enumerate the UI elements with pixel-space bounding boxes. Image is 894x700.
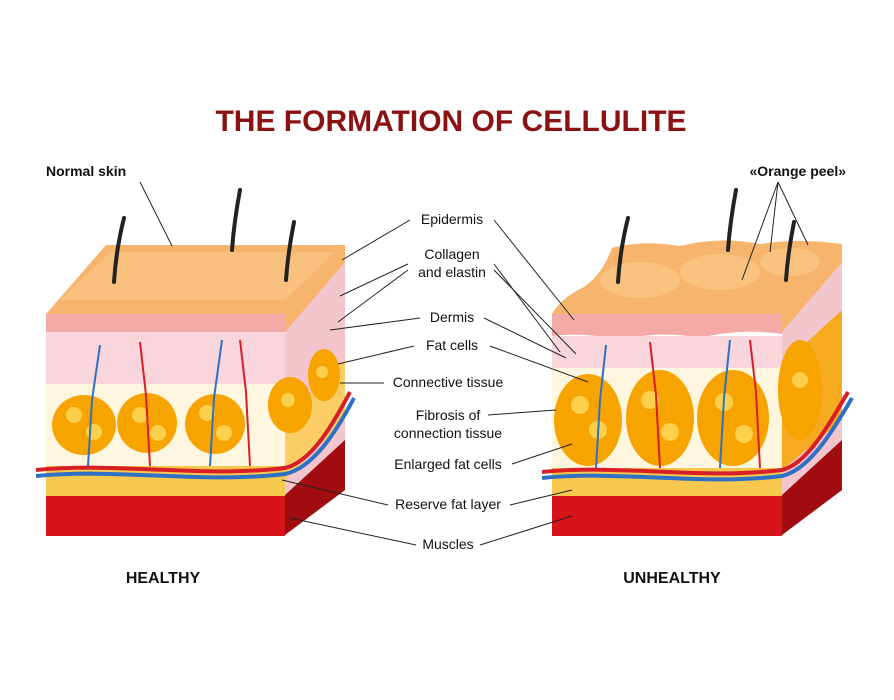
- center-callouts: Epidermis Collagen and elastin Dermis Fa…: [281, 211, 589, 552]
- page-title: THE FORMATION OF CELLULITE: [215, 105, 686, 138]
- hair-icon: [112, 216, 126, 284]
- unhealthy-dermis-band: [552, 314, 782, 340]
- healthy-skin-block: [35, 188, 356, 536]
- label-epidermis: Epidermis: [421, 211, 483, 227]
- label-fat-cells: Fat cells: [426, 337, 478, 353]
- unhealthy-muscle: [552, 496, 782, 536]
- healthy-dermis-band: [46, 314, 285, 332]
- unhealthy-artery: [541, 390, 850, 476]
- label-orange-peel: «Orange peel»: [750, 163, 847, 179]
- caption-healthy: HEALTHY: [126, 570, 201, 587]
- hair-icon: [230, 188, 242, 252]
- caption-unhealthy: UNHEALTHY: [623, 570, 721, 587]
- label-reserve-fat-layer: Reserve fat layer: [395, 496, 501, 512]
- unhealthy-enlarged-fat-cells: [554, 340, 822, 466]
- hair-icon: [784, 220, 796, 282]
- hair-icon: [616, 216, 630, 284]
- label-enlarged-fat-cells: Enlarged fat cells: [394, 456, 501, 472]
- label-fibrosis-2: connection tissue: [394, 425, 502, 441]
- unhealthy-dermis: [552, 336, 782, 368]
- healthy-muscle: [46, 496, 285, 536]
- label-connective-tissue: Connective tissue: [393, 374, 504, 390]
- healthy-artery: [35, 391, 352, 474]
- unhealthy-vein: [541, 396, 854, 482]
- label-collagen: Collagen: [424, 246, 479, 262]
- label-muscles: Muscles: [422, 536, 473, 552]
- hair-icon: [726, 188, 738, 252]
- label-dermis: Dermis: [430, 309, 474, 325]
- label-and-elastin: and elastin: [418, 264, 486, 280]
- unhealthy-skin-block: [541, 188, 854, 536]
- label-normal-skin: Normal skin: [46, 163, 126, 179]
- healthy-vein: [35, 397, 356, 480]
- label-fibrosis-1: Fibrosis of: [416, 407, 481, 423]
- hair-icon: [284, 220, 296, 282]
- healthy-dermis: [46, 332, 285, 384]
